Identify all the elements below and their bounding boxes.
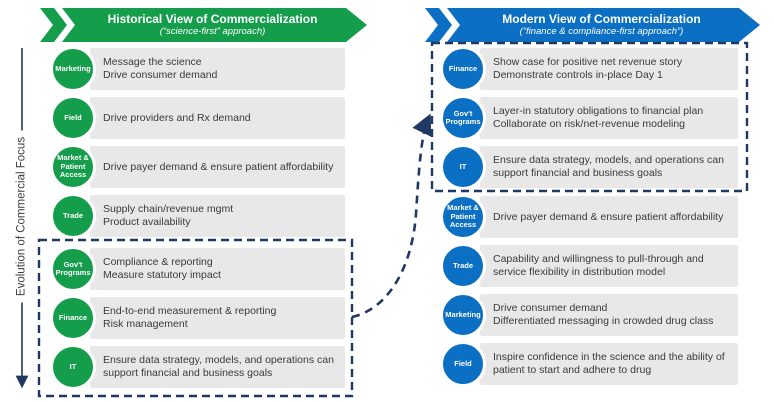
badge-label: Field [64, 112, 82, 122]
modern-banner-subtitle: (“finance & compliance-first approach”) [519, 26, 684, 37]
item-text-box: Message the science Drive consumer deman… [90, 48, 345, 90]
hist-item-trade: Supply chain/revenue mgmt Product availa… [50, 193, 345, 239]
it-badge: IT [50, 344, 96, 390]
item-text-line: Collaborate on risk/net-revenue modeling [493, 118, 686, 130]
badge-label: Marketing [445, 309, 481, 319]
item-text-line: Layer-in statutory obligations to financ… [493, 105, 704, 117]
item-text-box: Drive payer demand & ensure patient affo… [90, 146, 345, 188]
item-text-box: Drive payer demand & ensure patient affo… [480, 196, 738, 238]
modern-item-marketing: Drive consumer demand Differentiated mes… [440, 292, 745, 338]
item-text-box: Capability and willingness to pull-throu… [480, 245, 738, 287]
modern-item-it: Ensure data strategy, models, and operat… [440, 144, 745, 190]
item-text-line: Compliance & reporting [103, 256, 213, 268]
badge-label: Field [454, 358, 472, 368]
item-text-box: End-to-end measurement & reporting Risk … [90, 297, 345, 339]
evolution-axis-label: Evolution of Commercial Focus [13, 130, 31, 303]
item-text-box: Inspire confidence in the science and th… [480, 343, 738, 385]
badge-label: Finance [448, 63, 478, 73]
finance-badge: Finance [50, 295, 96, 341]
trade-badge: Trade [440, 243, 486, 289]
item-text-line: Measure statutory impact [103, 269, 221, 281]
badge-label: Trade [452, 260, 473, 270]
shift-connector-arrow [351, 113, 432, 319]
item-text-box: Show case for positive net revenue story… [480, 48, 738, 90]
item-text-box: Layer-in statutory obligations to financ… [480, 97, 738, 139]
hist-item-finance: End-to-end measurement & reporting Risk … [50, 295, 345, 341]
marketing-badge: Marketing [440, 292, 486, 338]
trade-badge: Trade [50, 193, 96, 239]
badge-label: Gov't Programs [445, 108, 481, 126]
badge-label: Market & Patient Access [447, 203, 479, 230]
modern-item-govt-programs: Layer-in statutory obligations to financ… [440, 95, 745, 141]
item-text-line: Drive providers and Rx demand [103, 111, 251, 124]
govt-programs-badge: Gov't Programs [440, 95, 486, 141]
badge-label: Finance [58, 312, 88, 322]
item-text-line: Ensure data strategy, models, and operat… [493, 154, 724, 179]
blue-arrow-ribbon [425, 8, 760, 42]
modern-item-finance: Show case for positive net revenue story… [440, 46, 745, 92]
badge-label: Gov't Programs [55, 259, 91, 277]
market-patient-access-badge: Market & Patient Access [440, 194, 486, 240]
it-badge: IT [440, 144, 486, 190]
item-text-line: Differentiated messaging in crowded drug… [493, 315, 714, 327]
item-text-line: Risk management [103, 318, 188, 330]
modern-item-field: Inspire confidence in the science and th… [440, 341, 745, 387]
item-text-box: Drive providers and Rx demand [90, 97, 345, 139]
item-text-line: Message the science [103, 56, 202, 68]
finance-badge: Finance [440, 46, 486, 92]
historical-banner-subtitle: (“science-first” approach) [159, 26, 266, 37]
item-text-line: Drive payer demand & ensure patient affo… [103, 160, 334, 173]
hist-item-marketing: Message the science Drive consumer deman… [50, 46, 345, 92]
market-patient-access-badge: Market & Patient Access [50, 144, 96, 190]
item-text-line: Drive consumer demand [103, 69, 218, 81]
badge-label: IT [69, 361, 77, 371]
hist-item-govt-programs: Compliance & reporting Measure statutory… [50, 246, 345, 292]
item-text-line: Show case for positive net revenue story [493, 56, 683, 68]
item-text-line: Inspire confidence in the science and th… [493, 351, 725, 376]
item-text-line: Demonstrate controls in-place Day 1 [493, 69, 663, 81]
modern-item-trade: Capability and willingness to pull-throu… [440, 243, 745, 289]
badge-label: Trade [62, 210, 83, 220]
govt-programs-badge: Gov't Programs [50, 246, 96, 292]
item-text-box: Compliance & reporting Measure statutory… [90, 248, 345, 290]
item-text-box: Drive consumer demand Differentiated mes… [480, 294, 738, 336]
hist-item-field: Drive providers and Rx demand Field [50, 95, 345, 141]
item-text-line: Drive payer demand & ensure patient affo… [493, 210, 724, 223]
historical-banner-title: Historical View of Commercialization [107, 12, 318, 26]
item-text-line: Ensure data strategy, models, and operat… [103, 354, 334, 379]
hist-item-market-patient-access: Drive payer demand & ensure patient affo… [50, 144, 345, 190]
green-arrow-ribbon [40, 8, 367, 42]
field-badge: Field [440, 341, 486, 387]
badge-label: Marketing [55, 63, 91, 73]
modern-item-market-patient-access: Drive payer demand & ensure patient affo… [440, 194, 745, 240]
modern-banner: Modern View of Commercialization (“finan… [425, 8, 760, 42]
badge-label: Market & Patient Access [57, 153, 89, 180]
item-text-box: Ensure data strategy, models, and operat… [480, 146, 738, 188]
marketing-badge: Marketing [50, 46, 96, 92]
item-text-box: Supply chain/revenue mgmt Product availa… [90, 195, 345, 237]
item-text-line: Product availability [103, 216, 191, 228]
hist-item-it: Ensure data strategy, models, and operat… [50, 344, 345, 390]
field-badge: Field [50, 95, 96, 141]
item-text-line: End-to-end measurement & reporting [103, 305, 277, 317]
item-text-line: Drive consumer demand [493, 302, 608, 314]
badge-label: IT [459, 161, 467, 171]
modern-banner-title: Modern View of Commercialization [502, 12, 701, 26]
item-text-line: Capability and willingness to pull-throu… [493, 253, 704, 278]
item-text-line: Supply chain/revenue mgmt [103, 203, 234, 215]
historical-banner: Historical View of Commercialization (“s… [40, 8, 367, 42]
item-text-box: Ensure data strategy, models, and operat… [90, 346, 345, 388]
